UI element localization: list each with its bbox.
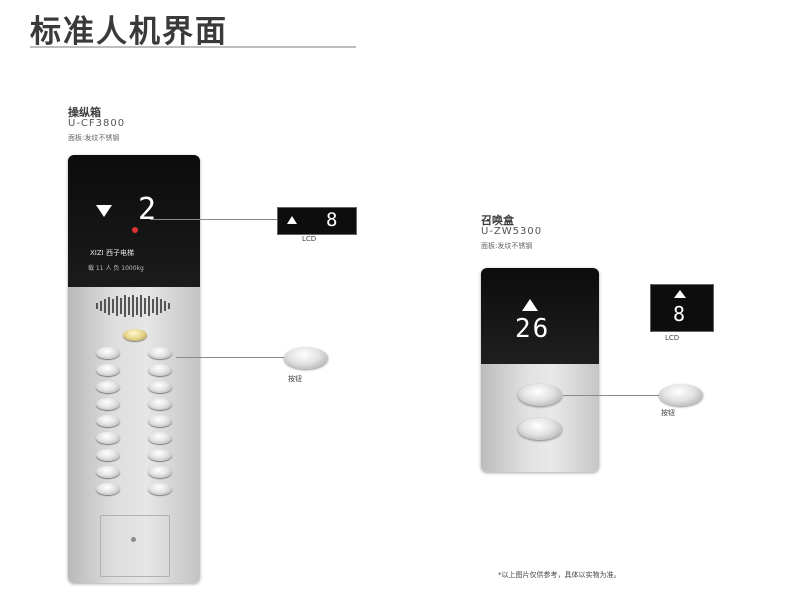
hall-lcd-sample-floor: 8 (673, 302, 686, 326)
car-operating-panel: 2 XIZI 西子电梯 载 11 人 负 1000kg (68, 155, 200, 583)
callout-line (150, 219, 277, 220)
floor-button[interactable] (96, 415, 120, 427)
hall-lcd-caption: LCD (665, 334, 680, 342)
hall-lcd-sample-display: 8 (650, 284, 714, 332)
button-caption: 按钮 (288, 375, 302, 383)
up-arrow-icon (674, 290, 686, 298)
floor-button[interactable] (148, 364, 172, 376)
page-title: 标准人机界面 (30, 14, 228, 50)
hall-model: U-ZW5300 (481, 226, 543, 237)
floor-button[interactable] (148, 432, 172, 444)
alarm-button[interactable] (123, 329, 147, 341)
callout-line (563, 395, 659, 396)
speaker-grille-icon (96, 295, 170, 317)
hall-display-screen: 26 (481, 268, 599, 364)
up-arrow-icon (522, 299, 538, 311)
lcd-caption: LCD (302, 235, 317, 243)
floor-button[interactable] (96, 432, 120, 444)
cop-display-screen: 2 XIZI 西子电梯 载 11 人 负 1000kg (68, 155, 200, 287)
status-dot (132, 227, 138, 233)
floor-button[interactable] (96, 449, 120, 461)
floor-button[interactable] (96, 347, 120, 359)
hall-button-plate (481, 364, 599, 472)
hall-call-station: 26 (481, 268, 599, 472)
cop-floor-number: 2 (138, 192, 157, 227)
hall-name: 召唤盒 (481, 214, 514, 227)
floor-button[interactable] (148, 381, 172, 393)
floor-button[interactable] (96, 364, 120, 376)
floor-button[interactable] (96, 483, 120, 495)
capacity-info: 载 11 人 负 1000kg (88, 265, 144, 272)
hall-floor-number: 26 (515, 314, 551, 344)
cop-model: U-CF3800 (68, 118, 126, 129)
hall-subtitle: 面板:发纹不锈钢 (481, 242, 533, 250)
floor-button[interactable] (96, 381, 120, 393)
floor-button[interactable] (148, 483, 172, 495)
up-arrow-icon (287, 216, 297, 224)
up-call-button[interactable] (518, 384, 562, 406)
down-call-button[interactable] (518, 418, 562, 440)
floor-button[interactable] (148, 466, 172, 478)
floor-button[interactable] (148, 415, 172, 427)
floor-button[interactable] (148, 398, 172, 410)
callout-line (176, 357, 284, 358)
floor-button[interactable] (148, 347, 172, 359)
cop-subtitle: 面板:发纹不锈钢 (68, 134, 120, 142)
service-panel-cover (100, 515, 170, 577)
brand-text: XIZI 西子电梯 (90, 249, 134, 257)
lcd-sample-floor: 8 (326, 209, 338, 231)
floor-button[interactable] (148, 449, 172, 461)
button-sample (284, 347, 328, 369)
floor-button[interactable] (96, 466, 120, 478)
hall-button-sample (659, 384, 703, 406)
floor-button[interactable] (96, 398, 120, 410)
lcd-sample-display: 8 (277, 207, 357, 235)
cop-button-plate (68, 287, 200, 583)
keyhole-icon (131, 537, 136, 542)
title-divider (30, 46, 356, 48)
down-arrow-icon (96, 205, 112, 217)
cop-name: 操纵箱 (68, 106, 101, 119)
hall-button-caption: 按钮 (661, 409, 675, 417)
footnote: *以上图片仅供参考，具体以实物为准。 (498, 571, 621, 579)
